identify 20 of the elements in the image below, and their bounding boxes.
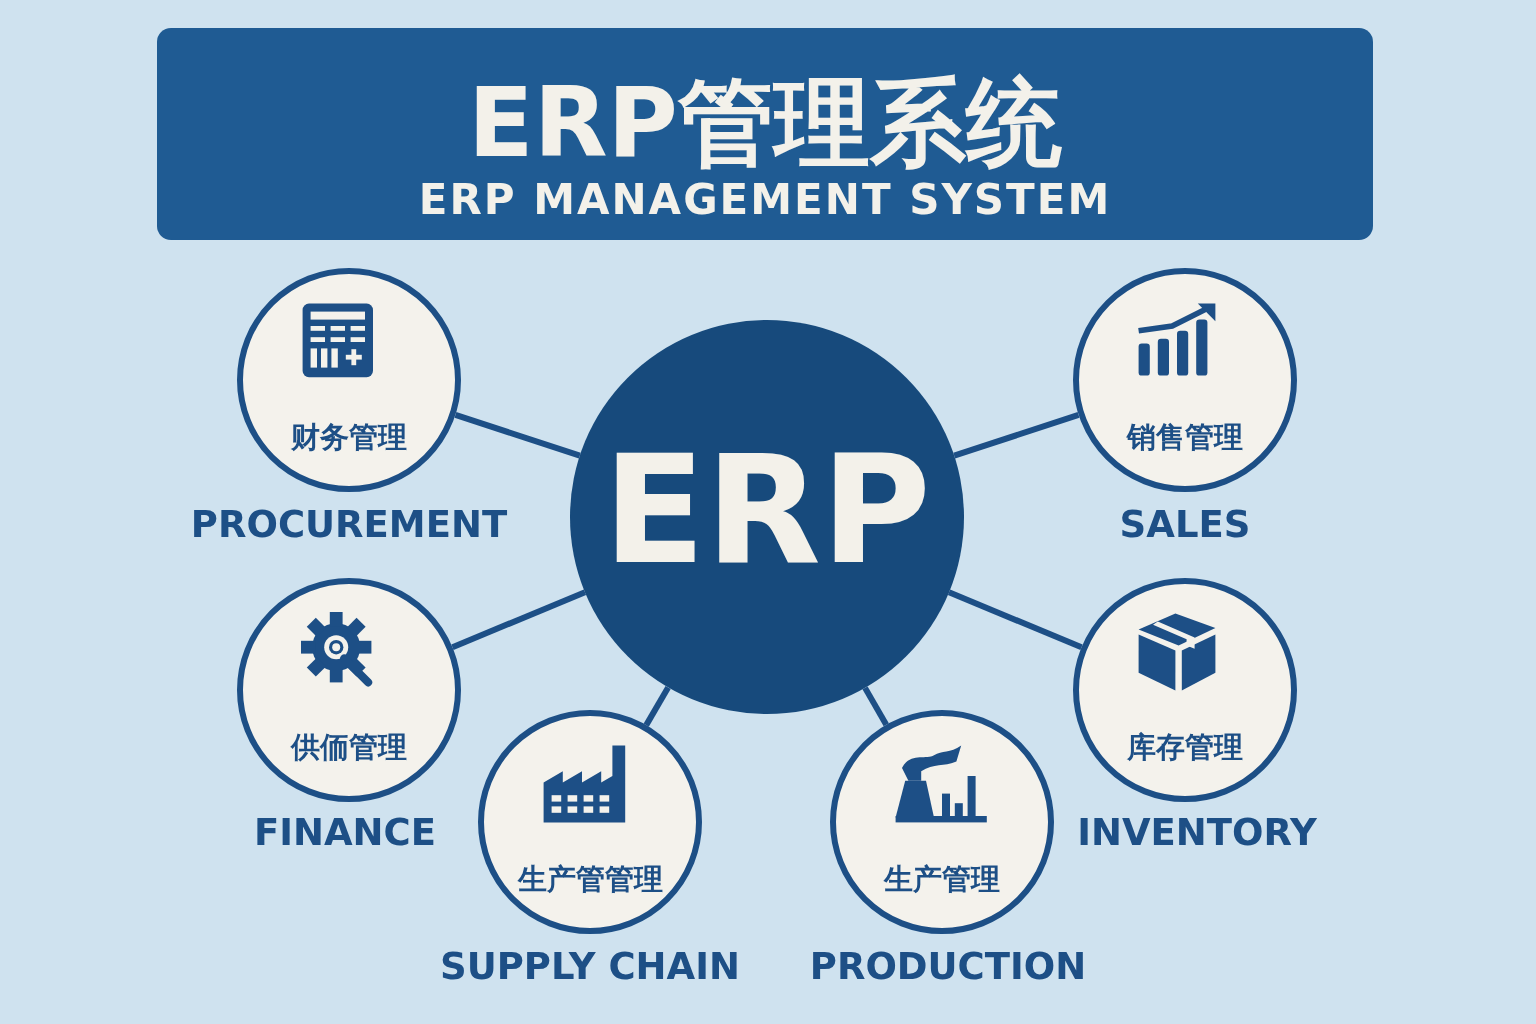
connector-line [451, 589, 587, 650]
module-caption: SUPPLY CHAIN [440, 945, 740, 988]
module-label: 供侕管理 [289, 729, 408, 766]
connector-line [947, 589, 1083, 650]
connector-line [862, 686, 889, 727]
module-caption: FINANCE [254, 811, 436, 854]
module-label: 财务管理 [290, 419, 408, 456]
title-banner [157, 28, 1373, 240]
module-label: 库存管理 [1126, 729, 1244, 766]
module-caption: INVENTORY [1077, 811, 1317, 854]
module-caption: PROCUREMENT [190, 503, 508, 546]
module-label: 生产管理 [882, 861, 1001, 898]
module-caption: PRODUCTION [809, 945, 1087, 988]
module-caption: SALES [1119, 503, 1251, 546]
connector-line [454, 412, 581, 459]
module-label: 生产管管理 [516, 861, 664, 898]
connector-line [953, 412, 1080, 459]
hub-label: ERP [602, 425, 932, 595]
connector-line [643, 685, 671, 727]
module-label: 销售管理 [1125, 419, 1244, 456]
